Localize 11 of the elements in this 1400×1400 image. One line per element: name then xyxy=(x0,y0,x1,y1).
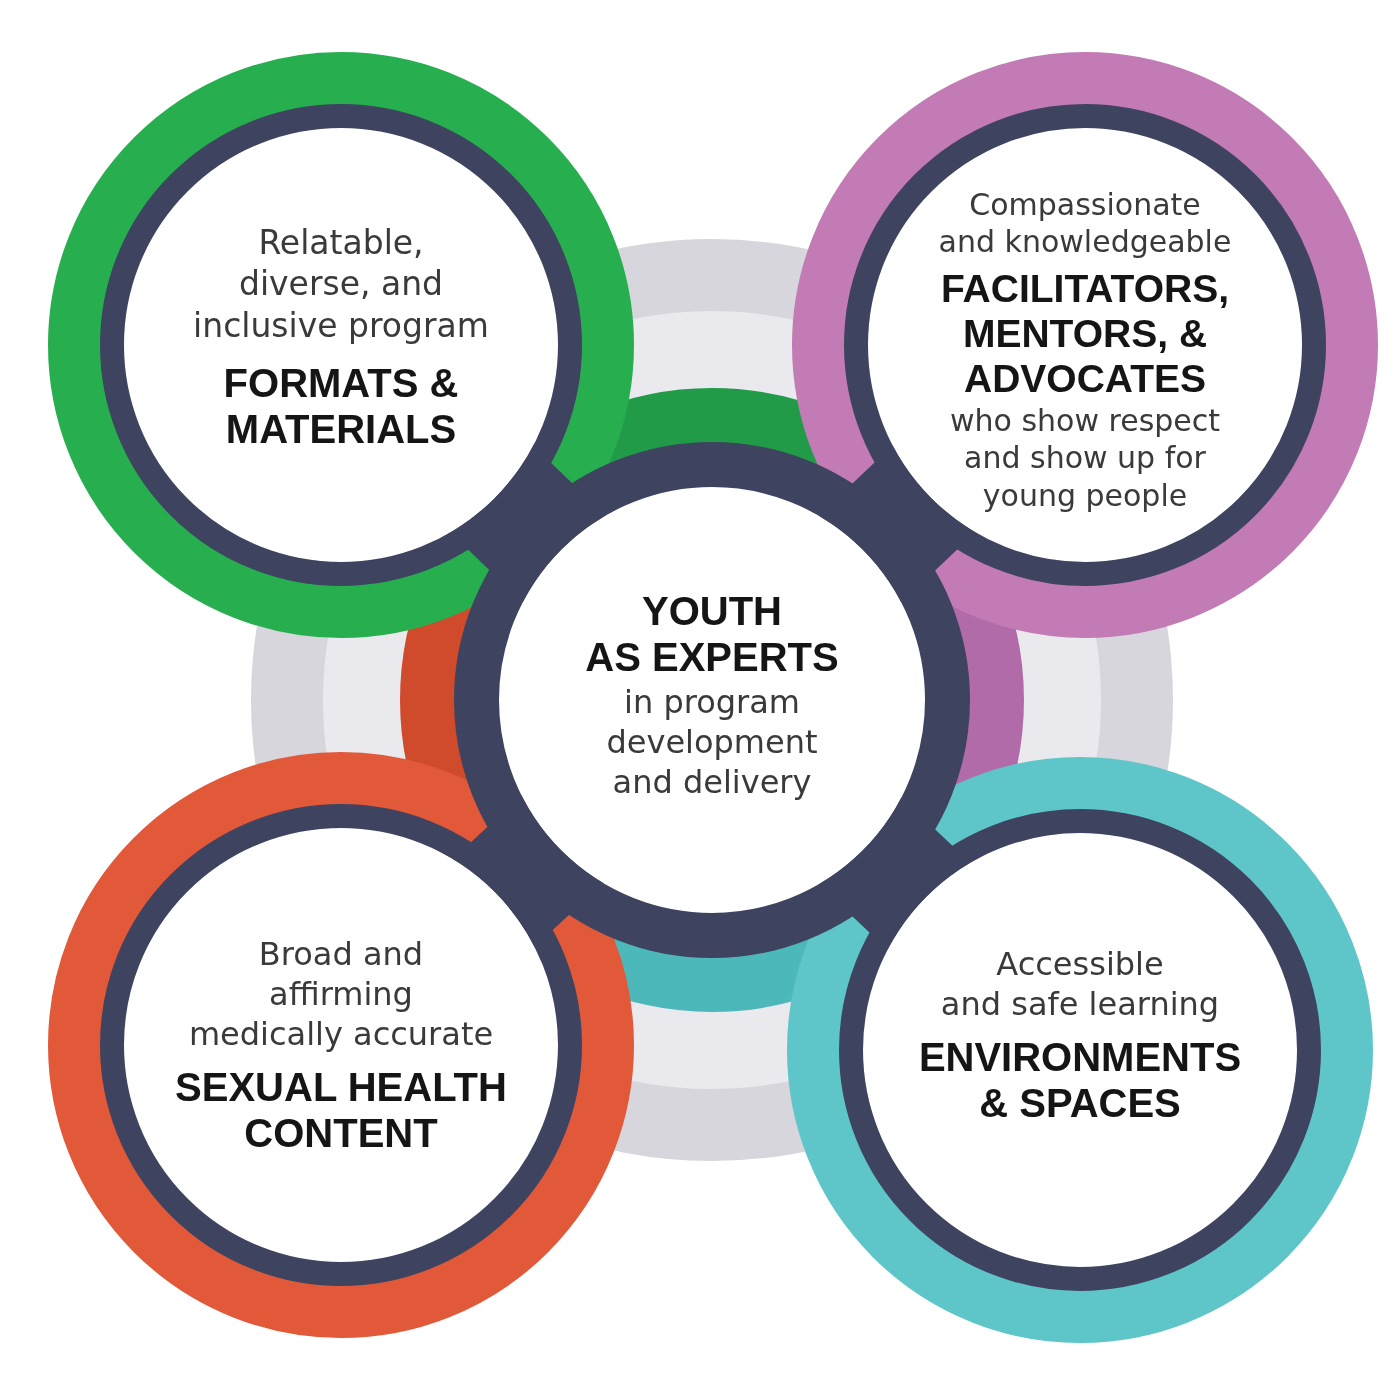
node-heading: YOUTH AS EXPERTS xyxy=(584,588,840,680)
node-heading: FACILITATORS, MENTORS, & ADVOCATES xyxy=(939,267,1231,402)
node-text: in program development and delivery xyxy=(605,682,819,802)
node-heading: FORMATS & MATERIALS xyxy=(222,359,460,452)
node-text: Accessible and safe learning xyxy=(939,944,1221,1024)
node-text: Relatable, diverse, and inclusive program xyxy=(192,222,490,346)
node-text: Broad and affirming medically accurate xyxy=(187,934,495,1054)
node-heading: SEXUAL HEALTH CONTENT xyxy=(174,1064,508,1156)
node-heading: ENVIRONMENTS & SPACES xyxy=(917,1034,1243,1126)
node-text: who show respect and show up for young people xyxy=(949,401,1221,514)
node-text: Compassionate and knowledgeable xyxy=(937,186,1233,261)
